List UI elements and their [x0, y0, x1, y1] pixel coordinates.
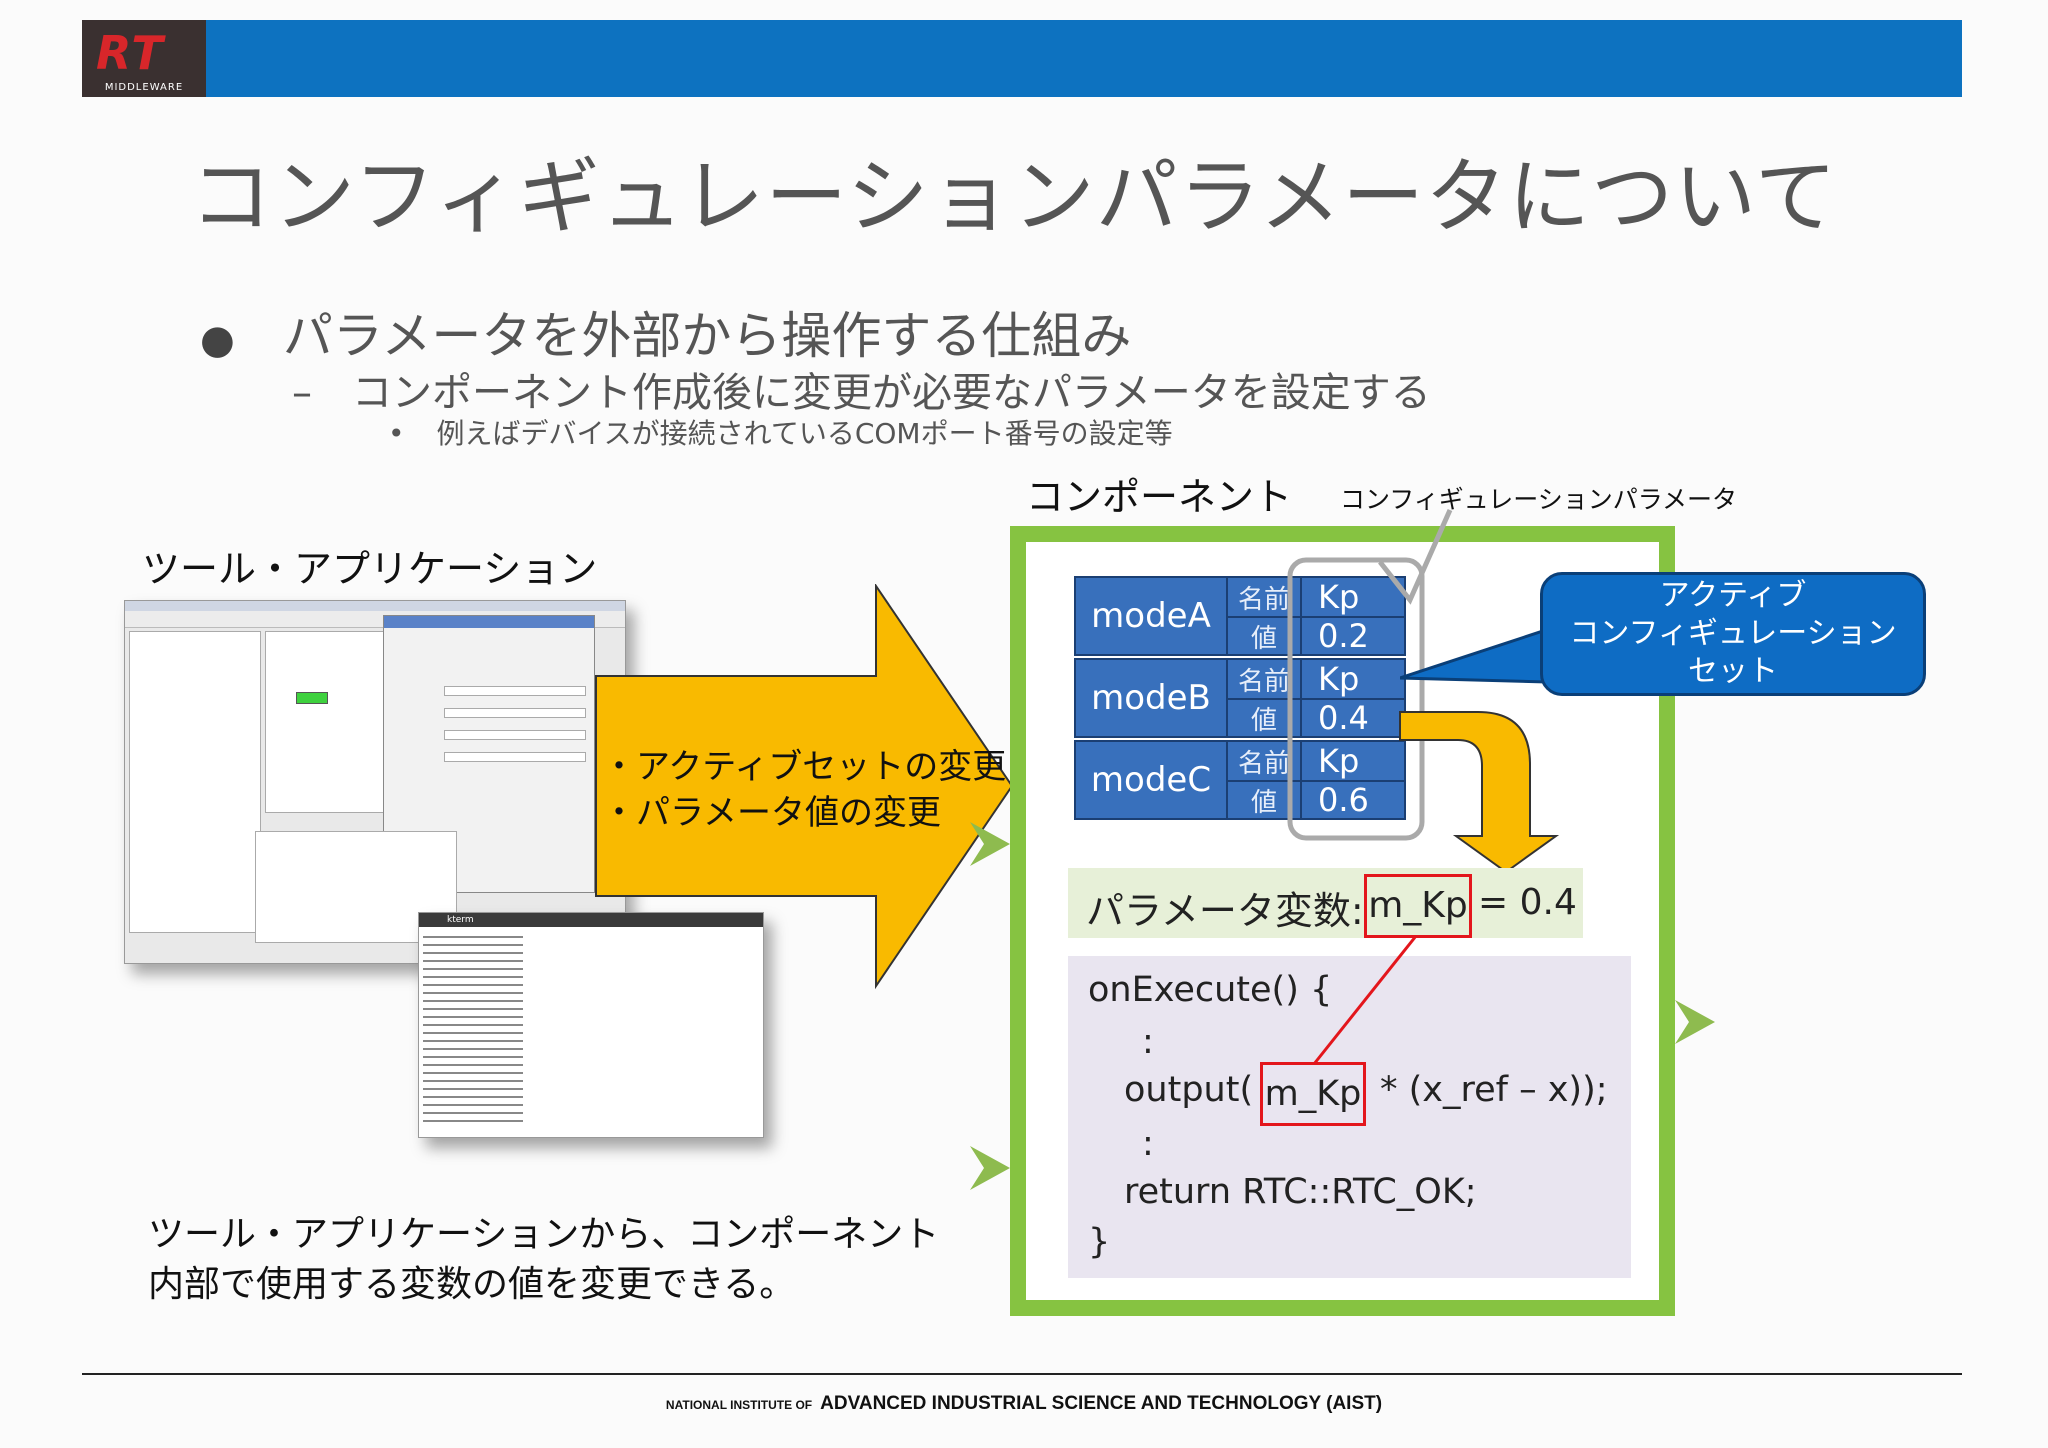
arrow-text-line1: ・アクティブセットの変更 — [602, 747, 1007, 787]
code-line-3-pre: output( — [1124, 1070, 1254, 1110]
callout-line1: アクティブ — [1659, 578, 1807, 613]
big-arrow — [595, 584, 1014, 990]
component-block-icon — [296, 692, 328, 704]
code-area — [1068, 956, 1631, 1278]
bullet-small-dot: • — [388, 417, 405, 450]
param-value-cell: 0.4 — [1300, 698, 1406, 738]
code-line-5: return RTC::RTC_OK; — [1124, 1172, 1477, 1212]
logo-rt-text: RT — [96, 26, 165, 80]
kterm-titlebar: kterm — [419, 913, 763, 927]
param-value-cell: 0.6 — [1300, 780, 1406, 820]
header-bar — [82, 20, 1962, 97]
mode-name-cell: modeC — [1074, 740, 1228, 820]
bullet-level3-text: 例えばデバイスが接続されているCOMポート番号の設定等 — [436, 417, 1173, 450]
config-param-highlight — [1287, 508, 1453, 841]
footer-main-text: ADVANCED INDUSTRIAL SCIENCE AND TECHNOLO… — [820, 1393, 1383, 1414]
kterm-output-lines — [423, 931, 523, 1127]
dialog-field — [444, 708, 586, 718]
editor-titlebar — [125, 601, 625, 611]
callout-line3: セット — [1688, 654, 1778, 689]
parameter-variable-label: パラメータ変数: — [1086, 889, 1364, 933]
dialog-field — [444, 686, 586, 696]
code-line-2: : — [1142, 1022, 1154, 1062]
param-value-cell: 0.2 — [1300, 616, 1406, 656]
code-variable-box: m_Kp — [1260, 1062, 1366, 1126]
bullet-dot-icon: ● — [200, 316, 235, 363]
tool-application-label: ツール・アプリケーション — [142, 547, 598, 591]
mode-name-cell: modeA — [1074, 576, 1228, 656]
editor-name-service-panel — [129, 631, 261, 933]
parameter-variable-row — [1068, 868, 1583, 938]
code-line-3-post: * (x_ref – x)); — [1380, 1070, 1608, 1110]
input-port-icon — [970, 1146, 1010, 1190]
component-label: コンポーネント — [1026, 475, 1293, 519]
footer-line — [82, 1373, 1962, 1375]
value-copy-arrow — [1399, 711, 1560, 874]
input-port-icon — [970, 822, 1010, 866]
bullet-level2-text: コンポーネント作成後に変更が必要なパラメータを設定する — [352, 370, 1431, 416]
param-name-cell: Kp — [1300, 740, 1406, 782]
bullet-level1-text: パラメータを外部から操作する仕組み — [282, 307, 1132, 365]
variable-name-box: m_Kp — [1364, 874, 1472, 938]
footer: NATIONAL INSTITUTE OF ADVANCED INDUSTRIAL… — [0, 1393, 2048, 1415]
bullet-level1: ● パラメータを外部から操作する仕組み — [200, 296, 1131, 368]
dialog-field — [444, 730, 586, 740]
code-line-4: : — [1142, 1124, 1154, 1164]
rt-middleware-logo: RT MIDDLEWARE — [82, 20, 206, 97]
variable-value: = 0.4 — [1478, 882, 1577, 923]
page-title: コンフィギュレーションパラメータについて — [190, 150, 1838, 245]
bullet-level2: –コンポーネント作成後に変更が必要なパラメータを設定する — [292, 360, 1431, 418]
callout-line2: コンフィギュレーション — [1569, 616, 1897, 651]
mode-name-cell: modeB — [1074, 658, 1228, 738]
tool-caption-line1: ツール・アプリケーションから、コンポーネント — [148, 1214, 940, 1255]
code-line-1: onExecute() { — [1088, 970, 1333, 1010]
rt-system-editor-screenshot — [124, 600, 626, 964]
arrow-text: ・アクティブセットの変更 ・パラメータ値の変更 — [602, 744, 1006, 836]
tool-caption-line2: 内部で使用する変数の値を変更できる。 — [148, 1264, 796, 1305]
active-config-set-callout: アクティブ コンフィギュレーション セット — [1540, 572, 1926, 696]
variable-link-line — [1312, 935, 1418, 1065]
bullet-level3: • 例えばデバイスが接続されているCOMポート番号の設定等 — [388, 412, 1173, 452]
footer-small-text: NATIONAL INSTITUTE OF — [665, 1398, 813, 1412]
config-parameter-label: コンフィギュレーションパラメータ — [1340, 485, 1738, 514]
code-line-6: } — [1088, 1222, 1111, 1262]
dialog-field — [444, 752, 586, 762]
bullet-dash: – — [292, 370, 312, 416]
arrow-text-line2: ・パラメータ値の変更 — [602, 793, 941, 833]
output-port-icon — [1675, 1000, 1715, 1044]
kterm-window: kterm — [418, 912, 764, 1138]
tool-caption: ツール・アプリケーションから、コンポーネント 内部で使用する変数の値を変更できる… — [148, 1210, 939, 1310]
dialog-titlebar — [384, 616, 594, 628]
active-set-callout-tail — [1400, 627, 1548, 684]
logo-subtext: MIDDLEWARE — [104, 82, 184, 93]
